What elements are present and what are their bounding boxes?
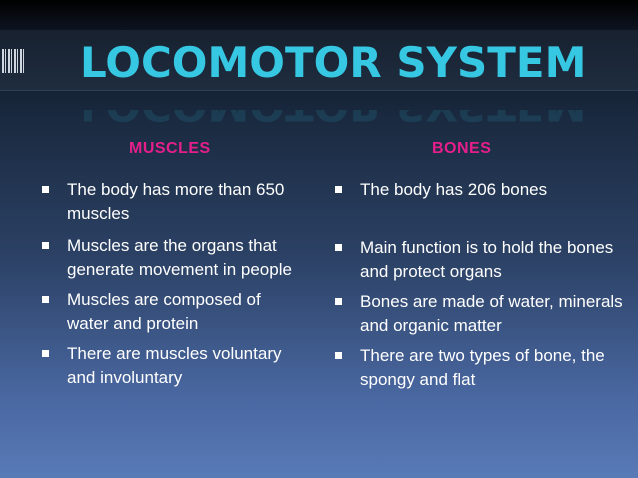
square-bullet-icon — [335, 186, 342, 193]
muscles-list: The body has more than 650 muscles Muscl… — [40, 178, 305, 390]
list-item-text: There are two types of bone, the spongy … — [360, 346, 605, 389]
bones-list: The body has 206 bones Main function is … — [333, 178, 623, 392]
list-item-text: The body has more than 650 muscles — [67, 180, 285, 223]
list-item-text: Bones are made of water, minerals and or… — [360, 292, 623, 335]
list-item: Muscles are the organs that generate mov… — [40, 234, 305, 282]
list-item: There are muscles voluntary and involunt… — [40, 342, 305, 390]
square-bullet-icon — [335, 244, 342, 251]
list-item: The body has 206 bones — [333, 178, 623, 202]
list-item-text: There are muscles voluntary and involunt… — [67, 344, 282, 387]
list-item-text: Muscles are the organs that generate mov… — [67, 236, 292, 279]
list-item-text: Muscles are composed of water and protei… — [67, 290, 261, 333]
list-item-text: The body has 206 bones — [360, 180, 548, 199]
list-item: There are two types of bone, the spongy … — [333, 344, 623, 392]
barcode-icon — [2, 49, 24, 73]
square-bullet-icon — [42, 296, 49, 303]
bones-heading: BONES — [432, 140, 492, 157]
square-bullet-icon — [42, 186, 49, 193]
list-item: The body has more than 650 muscles — [40, 178, 305, 226]
title-bar — [0, 30, 638, 91]
list-item: Muscles are composed of water and protei… — [40, 288, 305, 336]
muscles-heading: MUSCLES — [129, 140, 211, 157]
square-bullet-icon — [42, 350, 49, 357]
list-item: Main function is to hold the bones and p… — [333, 236, 623, 284]
square-bullet-icon — [42, 242, 49, 249]
list-item-text: Main function is to hold the bones and p… — [360, 238, 614, 281]
square-bullet-icon — [335, 352, 342, 359]
slide-title: LOCOMOTOR SYSTEM — [80, 38, 587, 87]
list-item: Bones are made of water, minerals and or… — [333, 290, 623, 338]
square-bullet-icon — [335, 298, 342, 305]
